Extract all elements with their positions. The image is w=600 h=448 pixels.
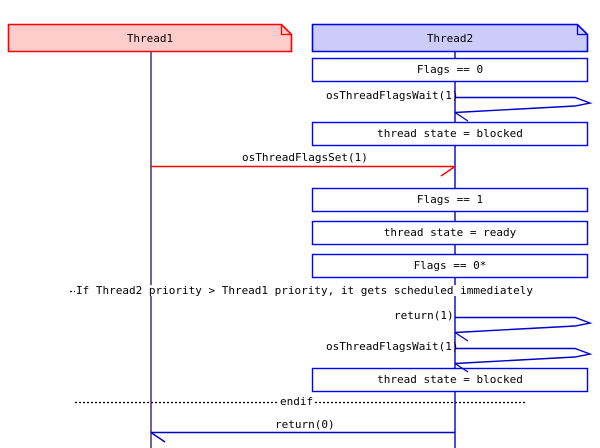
note-box-blocked-1 [311,121,589,147]
note-text-blocked-1: thread state = blocked [377,127,523,140]
self-message-return-1 [454,316,593,342]
participant-fold-thread2 [576,24,588,36]
message-return-0 [150,431,455,443]
participant-fold-thread1 [280,24,292,36]
self-message-wait-1 [454,96,593,122]
divider-text-endif: endif [279,395,315,408]
note-box-flags-1 [311,187,589,213]
message-label-wait-2: osThreadFlagsWait(1) [326,340,459,353]
note-text-flags-0-star: Flags == 0* [413,259,487,272]
message-label-flagsset: osThreadFlagsSet(1) [242,151,368,164]
note-text-flags-0: Flags == 0 [416,63,484,76]
participant-label-thread2: Thread2 [426,32,474,45]
divider-text-if: If Thread2 priority > Thread1 priority, … [75,284,534,297]
note-text-flags-1: Flags == 1 [416,193,484,206]
message-flagsset [151,165,456,177]
message-label-return-0: return(0) [275,418,335,431]
note-box-flags-0-star [311,253,589,279]
participant-box-thread2 [311,23,589,53]
note-box-ready [311,220,589,246]
note-box-flags-0 [311,57,589,83]
note-text-ready: thread state = ready [383,226,517,239]
note-text-blocked-2: thread state = blocked [377,373,523,386]
participant-label-thread1: Thread1 [126,32,174,45]
participant-box-thread1 [7,23,293,53]
note-box-blocked-2 [311,367,589,393]
self-message-wait-2 [454,347,593,373]
message-label-wait-1: osThreadFlagsWait(1) [326,89,459,102]
message-label-return-1: return(1) [394,309,454,322]
